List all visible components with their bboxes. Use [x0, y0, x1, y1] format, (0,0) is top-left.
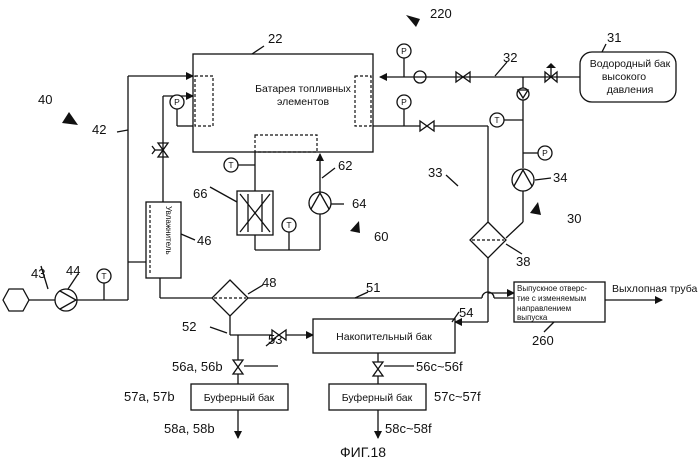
ref-54: 54 — [459, 305, 473, 320]
ref-66: 66 — [193, 186, 207, 201]
ref-46: 46 — [197, 233, 211, 248]
fuel-cell-label-line1: Батарея топливных — [255, 83, 351, 95]
ref-43: 43 — [31, 266, 45, 281]
ref-53: 53 — [268, 332, 282, 347]
fuel-cell-stack: Батарея топливных элементов — [193, 54, 373, 152]
ref-260: 260 — [532, 333, 554, 348]
hydrogen-tank-line1: Водородный бак — [590, 58, 671, 70]
ref-56ab: 56a, 56b — [172, 359, 223, 374]
hydrogen-circulation-loop: T P — [490, 77, 552, 238]
ref-33: 33 — [428, 165, 442, 180]
ref-40: 40 — [38, 92, 52, 107]
ref-32: 32 — [503, 50, 517, 65]
ref-60: 60 — [374, 229, 388, 244]
ref-62: 62 — [338, 158, 352, 173]
humidifier-label: Увлажнитель — [164, 206, 173, 255]
ref-31: 31 — [607, 30, 621, 45]
buffer-tank-right-label: Буферный бак — [342, 392, 413, 404]
drain-system: Накопительный бак Буферный бак Буферный … — [191, 316, 455, 438]
ref-52: 52 — [182, 319, 196, 334]
exhaust-pipe-label: Выхлопная труба — [612, 283, 697, 295]
temperature-sensor-air-label: T — [101, 271, 106, 281]
pressure-sensor-loop-label: P — [542, 148, 548, 158]
hydrogen-tank-line3: давления — [607, 84, 654, 96]
outlet-label-line4: выпуска — [517, 313, 548, 322]
figure-caption: ФИГ.18 — [340, 444, 386, 460]
ref-56cf: 56c~56f — [416, 359, 463, 374]
ref-34: 34 — [553, 170, 567, 185]
ref-38: 38 — [516, 254, 530, 269]
hydrogen-supply-line: P — [380, 44, 580, 83]
temperature-sensor-coolant-bottom-label: T — [286, 220, 291, 230]
hydrogen-tank-line2: высокого — [602, 71, 646, 83]
pressure-sensor-cathode-label: P — [174, 97, 180, 107]
ref-51: 51 — [366, 280, 380, 295]
hydrogen-tank: Водородный бак высокого давления — [580, 52, 676, 102]
temperature-sensor-loop-label: T — [494, 115, 499, 125]
storage-tank-label: Накопительный бак — [336, 331, 432, 343]
buffer-tank-left-label: Буферный бак — [204, 392, 275, 404]
pressure-sensor-h2-label: P — [401, 46, 407, 56]
outlet-label-line1: Выпускное отверс- — [517, 284, 587, 293]
ref-220: 220 — [430, 6, 452, 21]
ref-22: 22 — [268, 31, 282, 46]
ref-57cf: 57c~57f — [434, 389, 481, 404]
ref-57ab: 57a, 57b — [124, 389, 175, 404]
outlet-label-line2: тие с изменяемым — [517, 294, 586, 303]
outlet-label-line3: направлением — [517, 304, 571, 313]
fuel-cell-label-line2: элементов — [277, 96, 329, 108]
ref-64: 64 — [352, 196, 366, 211]
pressure-sensor-anode-label: P — [401, 97, 407, 107]
ref-58ab: 58a, 58b — [164, 421, 215, 436]
temperature-sensor-coolant-top-label: T — [228, 160, 233, 170]
coolant-loop: T T — [224, 152, 331, 250]
variable-outlet-260: Выпускное отверс- тие с изменяемым напра… — [514, 282, 697, 322]
anode-outlet-line: P — [373, 95, 488, 222]
ref-30: 30 — [567, 211, 581, 226]
ref-44: 44 — [66, 263, 80, 278]
ref-48: 48 — [262, 275, 276, 290]
ref-58cf: 58c~58f — [385, 421, 432, 436]
ref-42: 42 — [92, 122, 106, 137]
